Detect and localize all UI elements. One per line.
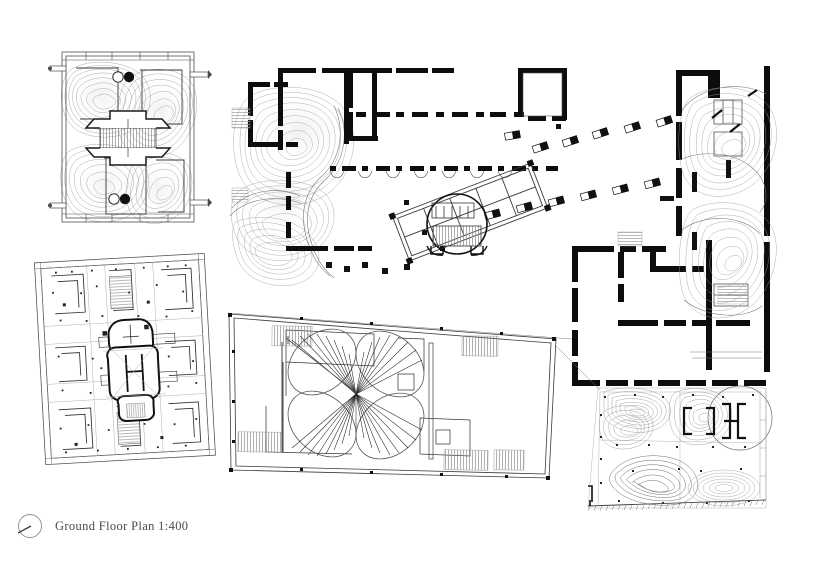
north-corridor-walls	[356, 68, 567, 121]
drawing-caption: Ground Floor Plan 1:400	[14, 506, 188, 546]
nw-paving-hatch-2	[231, 187, 249, 203]
east-wall-fins	[660, 160, 731, 250]
scale-north-circle-icon	[17, 514, 42, 538]
butterfly-plan-paving	[237, 325, 525, 471]
grid-plan-colonnade	[34, 253, 216, 465]
terrace-retaining-wall	[587, 485, 767, 512]
stepping-stone-path-upper	[504, 115, 673, 154]
east-stair-hatch	[617, 231, 643, 247]
pool-contours-4	[687, 469, 761, 507]
butterfly-pavilion-plan	[228, 313, 557, 480]
butterfly-edge-beams	[281, 336, 359, 452]
east-paving-hatch	[717, 285, 749, 305]
house-outer-wall	[61, 51, 195, 223]
butterfly-petal-outlines	[287, 328, 425, 460]
pool-garden-markers	[600, 394, 754, 504]
pool-contours-1	[598, 387, 671, 450]
house-central-core	[84, 110, 172, 166]
courtyard-house-plan	[48, 51, 212, 224]
nw-paving-hatch	[231, 107, 251, 129]
nw-building-dashed-wall	[330, 166, 558, 171]
pool-garden	[587, 385, 773, 512]
house-wall-fins	[48, 65, 212, 209]
pavilion-rotunda	[426, 193, 488, 256]
nw-building-walls	[248, 68, 454, 251]
caption-text: Ground Floor Plan 1:400	[55, 518, 189, 533]
pool-disc	[707, 385, 773, 451]
pool-bracket-sculpture	[682, 402, 746, 440]
garden-edge-curve	[229, 105, 345, 279]
rotated-grid-plan	[34, 253, 216, 465]
grid-plan-central-core	[103, 318, 166, 422]
east-wing-walls	[572, 66, 770, 386]
east-garden-edges	[679, 86, 767, 359]
site-projection-lines	[227, 312, 601, 391]
main-ground-floor-plan	[227, 66, 777, 512]
grid-plan-columns	[52, 264, 198, 454]
nw-canopy-scallops	[329, 170, 513, 179]
east-garden-dash-markers	[711, 89, 758, 133]
house-circle-markers	[108, 71, 135, 205]
butterfly-plan-mullions	[282, 342, 434, 460]
stepping-stone-path-lower	[483, 177, 661, 221]
pool-contours-3	[609, 455, 698, 506]
butterfly-plan-corner-dots	[228, 313, 556, 480]
butterfly-radiating-rafters	[291, 333, 423, 457]
